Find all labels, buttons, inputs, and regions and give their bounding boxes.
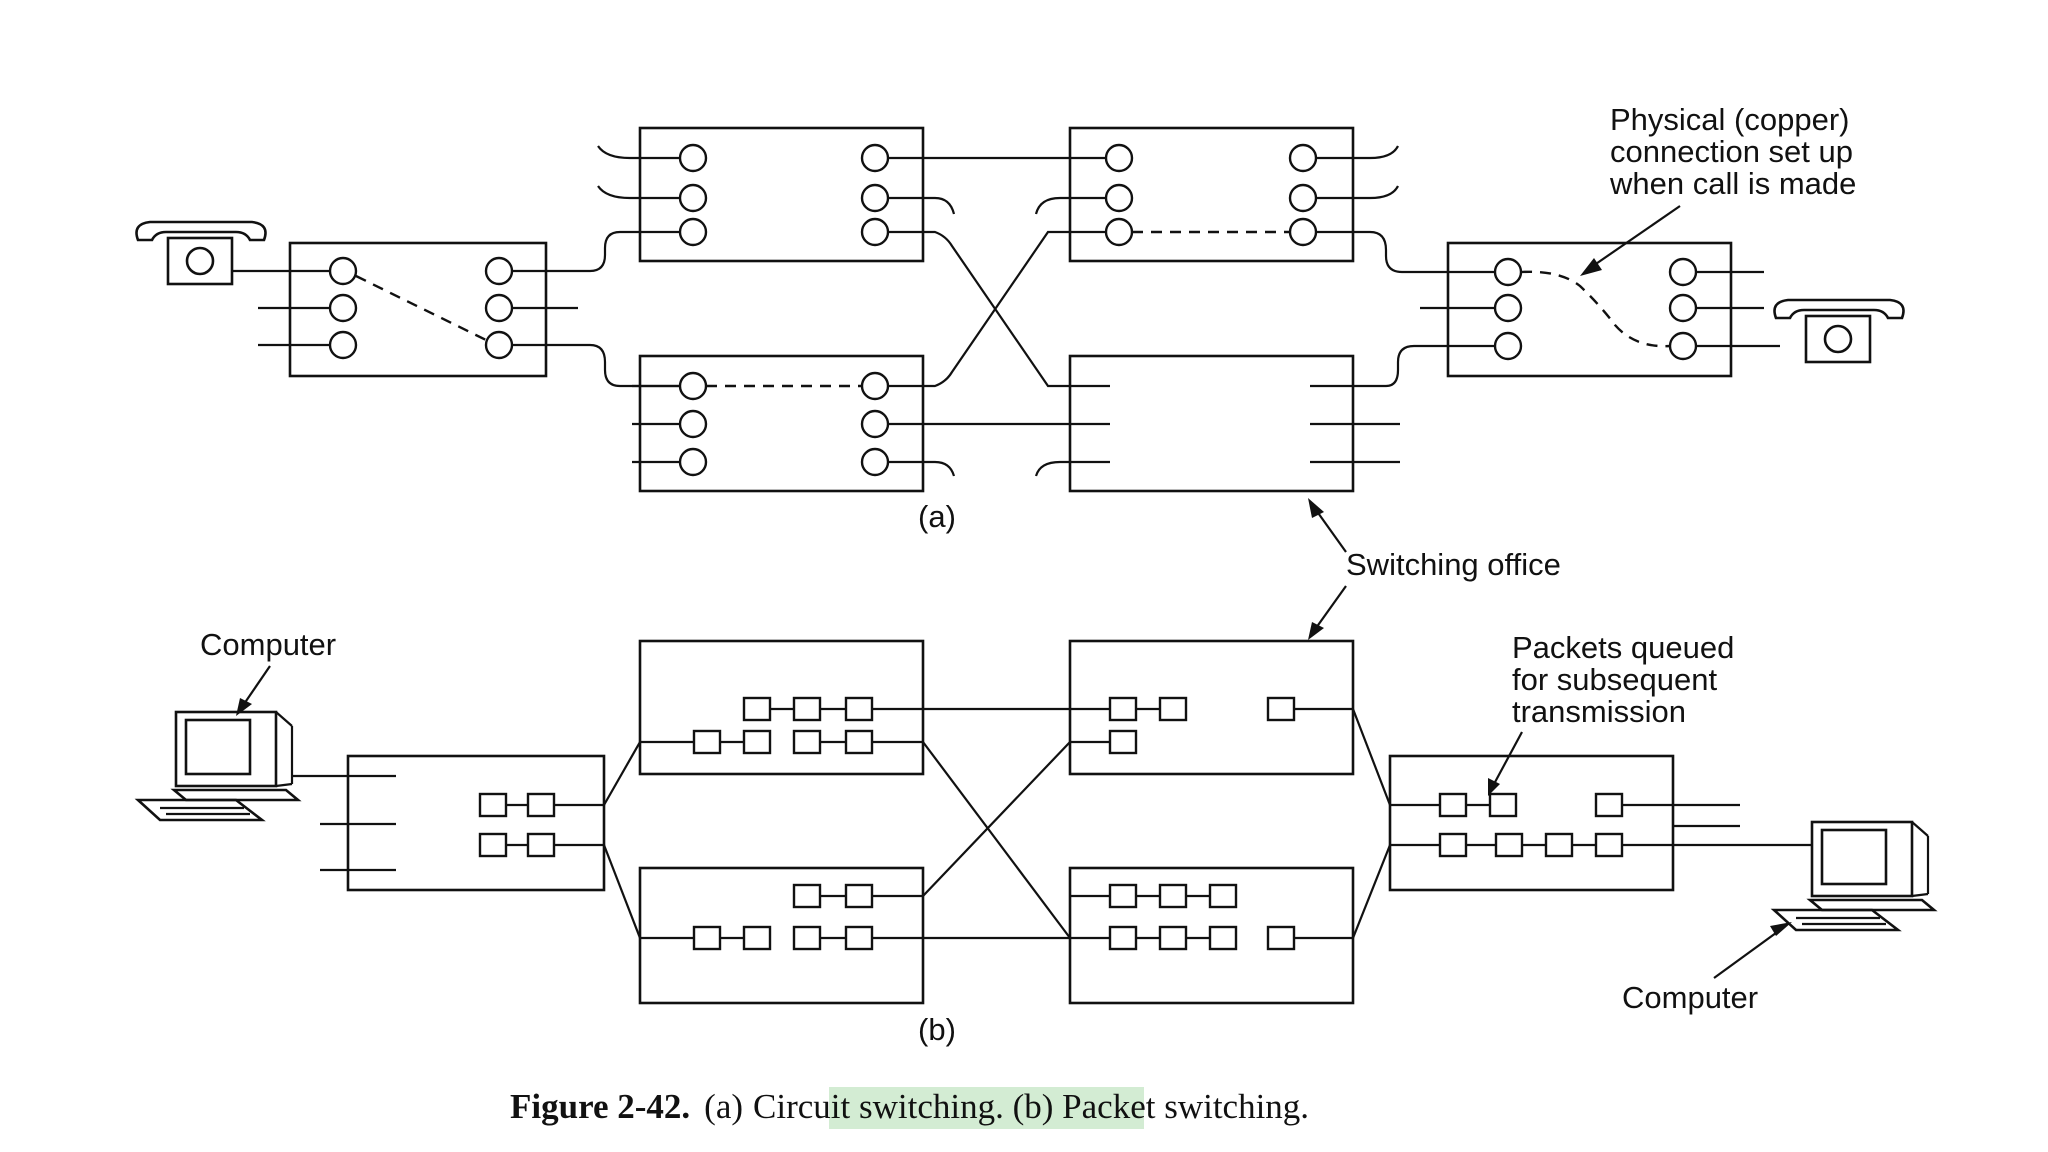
computer-icon xyxy=(1770,820,1938,932)
figure-caption: Figure 2-42. (a) Circuit switching. (b) Pa… xyxy=(510,1087,1309,1129)
panel-a-label: (a) xyxy=(918,499,956,534)
switching-office-box xyxy=(1068,354,1355,493)
computer-label: Computer xyxy=(1622,980,1758,1015)
caption-text: Figure 2-42. (a) Circuit switching. (b) Pa… xyxy=(510,1087,1309,1126)
caption-part-a-highlight: Circuit switching xyxy=(753,1087,995,1126)
computer-label: Computer xyxy=(200,627,336,662)
caption-part-a-prefix: (a) xyxy=(704,1087,743,1126)
physical-connection-label: Physical (copper) xyxy=(1610,102,1849,137)
switching-office-annotation: Switching office xyxy=(1308,498,1561,640)
caption-part-b: . (b) Packet switching. xyxy=(995,1087,1309,1126)
caption-highlight xyxy=(829,1087,1144,1129)
circuit-switching-panel: Physical (copper) connection set up when… xyxy=(135,102,1905,534)
telephone-icon xyxy=(135,220,267,286)
physical-connection-arrow xyxy=(1589,205,1681,269)
switching-office-box xyxy=(638,639,925,776)
switching-office-box xyxy=(638,866,925,1005)
physical-connection-label: connection set up xyxy=(1610,134,1853,169)
packets-queued-arrow xyxy=(1493,731,1523,785)
packets-queued-label: transmission xyxy=(1512,694,1686,729)
panel-b-label: (b) xyxy=(918,1012,956,1047)
packets-queued-label: for subsequent xyxy=(1512,662,1717,697)
figure-number: Figure 2-42. xyxy=(510,1087,690,1126)
telephone-icon xyxy=(1773,298,1905,364)
switching-office-box xyxy=(1388,754,1675,892)
packet-switching-panel: Computer Packets queued for subsequent t… xyxy=(134,627,1938,1047)
physical-connection-label: when call is made xyxy=(1609,166,1856,201)
packets-queued-label: Packets queued xyxy=(1512,630,1734,665)
switching-office-label: Switching office xyxy=(1346,547,1561,582)
computer-icon xyxy=(134,710,302,822)
